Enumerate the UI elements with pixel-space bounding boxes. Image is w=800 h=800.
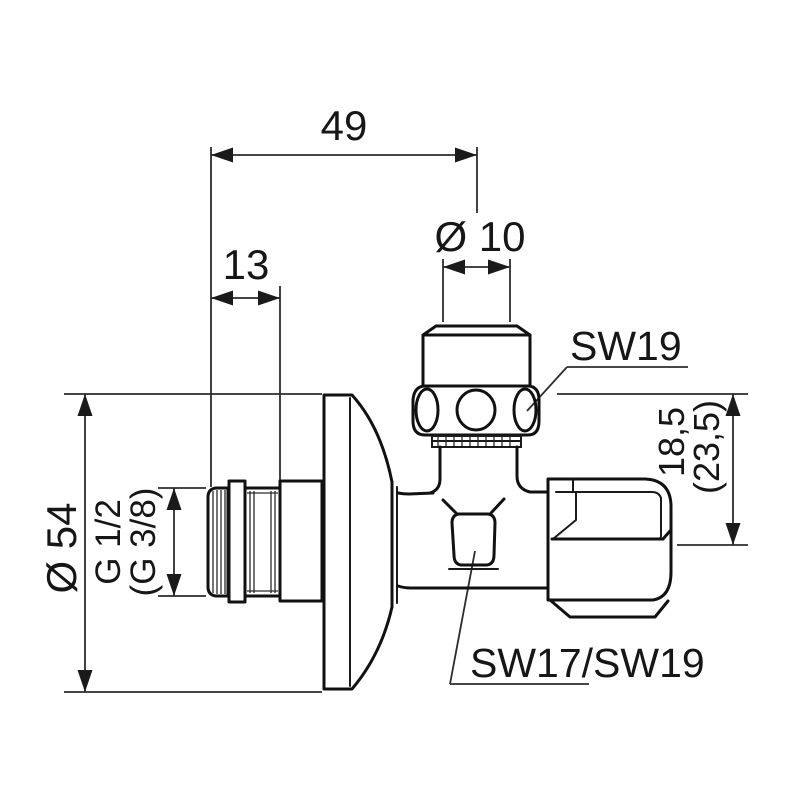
arrow-down-icon [166,574,182,596]
knurl-dimple-center [455,388,497,432]
bonnet-washer [431,435,522,448]
dimension-thread-length: 13 [211,241,281,487]
leader-line [449,550,476,685]
stem-left-edge [428,445,442,495]
dimension-text-g12: G 1/2 [89,499,128,585]
outlet-nut-face-right-edge [656,497,662,540]
label-bonnet-wrench: SW19 [526,323,688,412]
dimension-text-d10: Ø 10 [434,213,525,260]
arrow-down-icon [725,523,741,545]
arrow-up-icon [725,394,741,416]
dimension-outlet-offset: 18,5 (23,5) [557,393,748,546]
body-bottom-edge [396,584,550,590]
leader-line [526,366,568,412]
funnel-edges [441,497,506,516]
dimension-overall-width: 49 [210,102,478,487]
washer-knurling [437,437,511,446]
arrow-down-icon [77,670,93,692]
arrow-up-icon [77,394,93,416]
label-text-sw19: SW19 [570,323,682,369]
dimension-pipe-diameter: Ø 10 [434,213,526,322]
inlet-shank [278,479,324,603]
valve-object [206,324,673,691]
dimension-rosette-diameter: Ø 54 [38,393,322,693]
label-text-sw17-sw19: SW17/SW19 [470,640,705,686]
dimension-text-13: 13 [223,241,270,288]
dimension-inlet-thread: G 1/2 (G 3/8) [89,487,206,597]
dimension-text-d54: Ø 54 [38,502,85,593]
arrow-up-icon [166,488,182,510]
arrow-left-icon [211,147,233,163]
outlet-nut-corner-lines [552,479,577,540]
outlet-nut [546,477,673,602]
regulating-cap [421,324,532,388]
outlet-nut-chamfer [548,598,670,619]
body-top-edge [396,491,435,496]
bonnet-hex [411,384,541,437]
dimension-text-185: 18,5 [651,407,692,477]
label-body-wrench: SW17/SW19 [449,550,705,686]
arrow-left-icon [211,290,233,306]
inlet-thread-front [206,486,230,598]
stem-right-edge [515,445,550,494]
outlet-nut-top-face-line [555,491,662,499]
knurl-dimple-right [512,387,538,433]
arrow-left-icon [443,259,465,275]
arrow-right-icon [455,147,477,163]
body-hex-boss [450,512,497,567]
dimension-text-49: 49 [321,102,368,149]
dimension-text-235: (23,5) [686,400,727,494]
thread-collar [227,479,247,604]
dimension-text-g38: (G 3/8) [124,488,163,597]
wall-rosette [322,393,394,691]
arrow-right-icon [258,290,280,306]
arrow-right-icon [488,259,510,275]
outlet-nut-mid-line [550,529,672,541]
knurl-dimple-left [414,387,440,433]
